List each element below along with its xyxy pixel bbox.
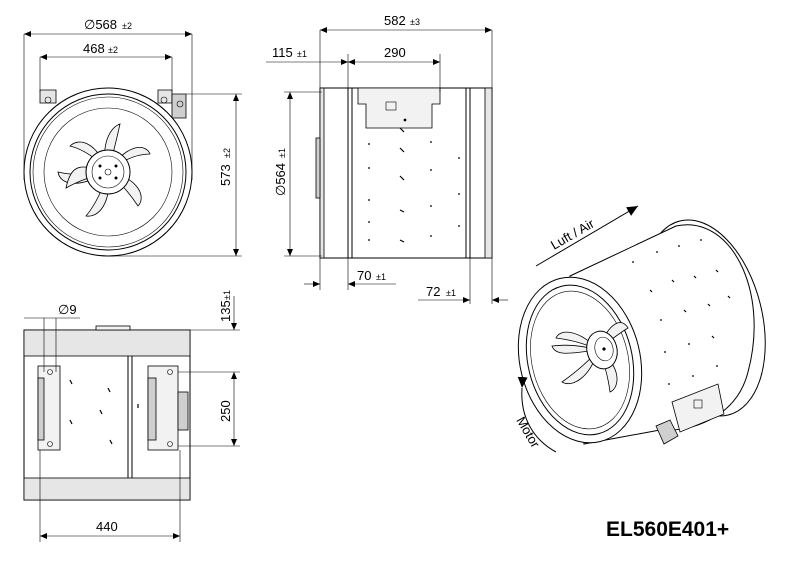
dim-flange-left-tol: ±1: [376, 272, 386, 282]
dim-flange-left: 70: [357, 268, 371, 283]
model-label: EL560E401+: [606, 518, 729, 541]
dim-outer-diameter-tol: ±2: [122, 21, 132, 31]
dim-top-offset: 135: [218, 300, 233, 322]
dim-height-tol: ±2: [222, 148, 232, 158]
dim-bracket-width: 290: [384, 45, 406, 60]
dim-flange-right-tol: ±1: [446, 288, 456, 298]
dim-outer-diameter: ∅568: [84, 17, 117, 32]
front-view: ∅568 ±2 468 ±2 573 ±2: [23, 17, 242, 257]
dim-hole: ∅9: [58, 302, 77, 317]
rotation-label: Motor: [513, 414, 543, 451]
side-louvers: [368, 127, 460, 243]
dim-mount-width-tol: ±2: [108, 45, 118, 55]
iso-louvers: [632, 239, 731, 385]
dim-offset-left: 115: [272, 45, 293, 60]
dim-side-diameter-tol: ±1: [277, 148, 287, 158]
dim-flange-right: 72: [426, 284, 440, 299]
dim-height: 573: [218, 164, 233, 186]
dim-length-tol: ±3: [410, 17, 420, 27]
dim-mount-width: 468: [83, 41, 105, 56]
dim-length: 582: [384, 13, 406, 28]
dim-bracket-height: 250: [218, 400, 233, 422]
dim-top-offset-tol: ±1: [222, 290, 232, 300]
iso-view: Luft / Air Motor: [513, 205, 766, 453]
dim-bottom-width: 440: [96, 519, 118, 534]
side-view: 582 ±3 115 ±1 290 ∅564 ±1 70 ±1 72 ±1: [266, 13, 508, 304]
dim-offset-left-tol: ±1: [297, 49, 307, 59]
bottom-view: ∅9 135 ±1 250 440: [23, 290, 240, 542]
dim-side-diameter: ∅564: [273, 163, 288, 196]
